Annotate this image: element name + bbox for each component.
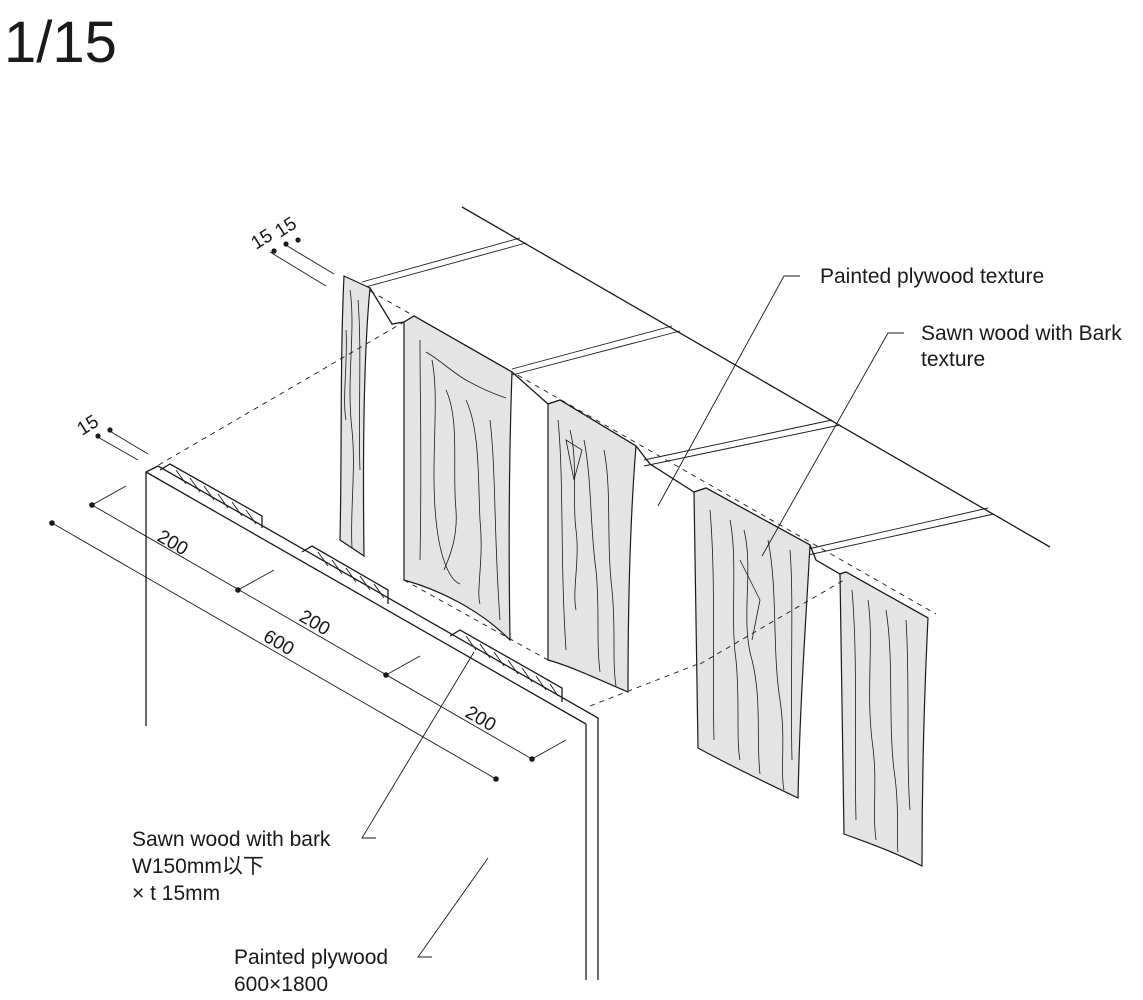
overall-label: 600 — [260, 626, 298, 660]
plywood-panel-front-edge — [145, 471, 587, 725]
wall-top-edge — [461, 206, 1051, 548]
plywood-panel-outline — [145, 465, 599, 980]
spacing-label: 200 — [462, 702, 500, 736]
projection-line — [403, 579, 549, 661]
painted-plywood-label: 600×1800 — [234, 973, 328, 996]
spacing-dimension — [89, 485, 567, 762]
painted-plywood-texture-label: Painted plywood texture — [820, 265, 1044, 288]
bark-board — [547, 399, 637, 693]
scale-label: 1/15 — [4, 10, 117, 75]
top-offset-dimensions — [269, 237, 335, 287]
projection-line — [699, 579, 845, 665]
sawn-wood-bark-texture-label: Sawn wood with Bark — [921, 322, 1122, 345]
sawn-wood-strips — [159, 463, 563, 702]
sawn-wood-bark-label: W150mm以下 — [132, 855, 264, 878]
bark-board — [693, 487, 811, 799]
sawn-wood-bark-texture-label: texture — [921, 348, 985, 371]
sawn-wood-bark-label: × t 15mm — [132, 882, 220, 905]
side-offset-dimension — [95, 427, 149, 461]
top-offset-label: 15 — [272, 213, 301, 242]
overall-dimension — [49, 520, 499, 782]
plywood-joints — [361, 237, 995, 556]
bark-board — [839, 571, 929, 867]
painted-plywood-label: Painted plywood — [234, 946, 388, 969]
leader-lines — [361, 275, 904, 958]
bark-board — [403, 315, 513, 642]
projection-line — [149, 321, 405, 471]
bark-board — [339, 275, 371, 558]
sawn-wood-bark-label: Sawn wood with bark — [132, 828, 331, 851]
wall-elevation: 15 15 — [248, 206, 1051, 867]
spacing-label: 200 — [296, 606, 334, 640]
spacing-label: 200 — [154, 526, 192, 560]
